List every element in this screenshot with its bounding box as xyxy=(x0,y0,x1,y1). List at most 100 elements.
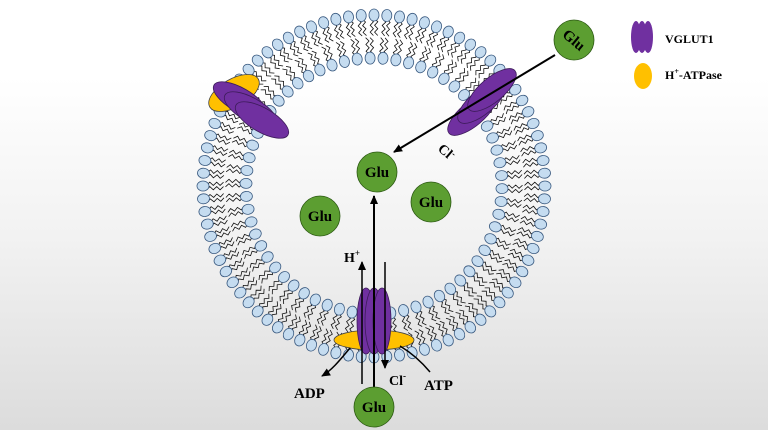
outer-lipid xyxy=(475,54,497,79)
glu-molecule-outside-top-right: Glu xyxy=(553,19,595,61)
outer-lipid xyxy=(425,325,443,352)
outer-lipid xyxy=(436,25,454,53)
outer-lipid xyxy=(204,130,232,145)
outer-lipid xyxy=(294,319,312,347)
inner-lipid xyxy=(398,304,413,331)
outer-lipid xyxy=(343,10,356,38)
inner-lipid xyxy=(307,50,326,77)
outer-lipid xyxy=(524,180,552,192)
h-ion-label: H+ xyxy=(344,248,360,266)
outer-lipid xyxy=(318,328,333,356)
inner-lipid xyxy=(303,293,321,320)
inner-lipid xyxy=(321,45,338,72)
outer-lipid xyxy=(522,204,550,217)
inner-lipid xyxy=(335,41,350,68)
outer-lipid xyxy=(447,31,466,58)
outer-lipid xyxy=(516,227,544,242)
outer-lipid xyxy=(455,309,477,334)
outer-lipid xyxy=(522,155,550,168)
outer-lipid xyxy=(226,267,251,289)
legend-atpase-icon xyxy=(634,63,652,89)
inner-lipid xyxy=(268,271,290,295)
outer-lipid xyxy=(435,320,454,347)
outer-lipid xyxy=(261,301,282,326)
inner-lipid xyxy=(422,295,441,322)
adp-label: ADP xyxy=(294,386,325,402)
inner-lipid xyxy=(488,221,517,237)
outer-lipid xyxy=(208,237,235,255)
inner-lipid xyxy=(225,164,254,176)
outer-lipid xyxy=(512,238,540,255)
inner-lipid xyxy=(403,41,418,70)
inner-lipid xyxy=(291,287,310,313)
inner-lipid xyxy=(242,240,268,259)
outer-lipid xyxy=(196,180,224,192)
outer-lipid xyxy=(242,285,265,309)
outer-lipid xyxy=(489,278,514,299)
inner-lipid xyxy=(495,183,523,195)
outer-lipid xyxy=(213,247,240,266)
outer-lipid xyxy=(520,142,548,157)
legend-vglut1-label: VGLUT1 xyxy=(665,32,714,46)
outer-lipid xyxy=(208,117,236,134)
outer-lipid xyxy=(466,46,487,71)
inner-lipid xyxy=(282,66,304,90)
outer-lipid xyxy=(457,38,477,64)
inner-lipid xyxy=(471,255,497,275)
outer-lipid xyxy=(197,193,225,205)
legend-atpase-label: H+-ATPase xyxy=(665,67,723,82)
svg-text:Glu: Glu xyxy=(365,165,389,181)
inner-lipid xyxy=(415,46,432,74)
outer-lipid xyxy=(271,38,293,63)
outer-lipid xyxy=(204,226,231,242)
inner-lipid xyxy=(458,77,480,101)
outer-lipid xyxy=(198,155,226,168)
outer-lipid xyxy=(282,314,301,341)
outer-lipid xyxy=(305,324,322,352)
inner-lipid xyxy=(454,274,477,297)
inner-lipid xyxy=(364,37,376,65)
outer-lipid xyxy=(464,302,487,326)
svg-text:Glu: Glu xyxy=(362,400,386,416)
outer-lipid xyxy=(330,12,345,40)
cl-ion-label-lower: Cl- xyxy=(389,371,406,389)
outer-lipid xyxy=(445,315,466,341)
inner-lipid xyxy=(377,37,389,65)
outer-lipid xyxy=(318,16,334,43)
inner-lipid xyxy=(480,113,506,132)
glu-molecule-inside-top: Glu xyxy=(356,151,398,193)
glu-import-arrow-upper-right xyxy=(393,54,556,153)
inner-lipid xyxy=(231,135,260,151)
arrows xyxy=(321,54,556,390)
inner-lipid xyxy=(228,149,256,164)
inner-lipid xyxy=(444,282,466,306)
outer-lipid xyxy=(523,167,551,179)
outer-lipid xyxy=(507,248,535,266)
outer-lipid xyxy=(403,12,418,41)
inner-lipid xyxy=(260,86,285,107)
inner-lipid xyxy=(484,233,511,250)
inner-lipid xyxy=(294,57,315,83)
inner-lipid xyxy=(478,244,505,263)
cl-ion-label-upper: Cl- xyxy=(434,140,458,164)
svg-text:Glu: Glu xyxy=(419,195,443,211)
atp-arrow xyxy=(399,345,431,373)
inner-lipid xyxy=(410,300,427,327)
outer-lipid xyxy=(517,130,544,146)
outer-lipid xyxy=(392,10,405,38)
vglut1-upper-left xyxy=(212,81,290,139)
inner-lipid xyxy=(427,52,445,79)
outer-lipid xyxy=(271,308,291,334)
outer-lipid xyxy=(496,269,522,289)
legend: VGLUT1 H+-ATPase xyxy=(631,21,723,89)
outer-lipid xyxy=(355,9,367,37)
outer-lipid xyxy=(519,215,548,230)
inner-lipid xyxy=(390,38,404,67)
outer-lipid xyxy=(368,8,380,36)
outer-lipid xyxy=(502,259,529,278)
inner-lipid xyxy=(227,203,255,217)
outer-lipid xyxy=(294,25,313,52)
inner-lipid xyxy=(493,155,521,169)
inner-lipid xyxy=(433,289,454,315)
